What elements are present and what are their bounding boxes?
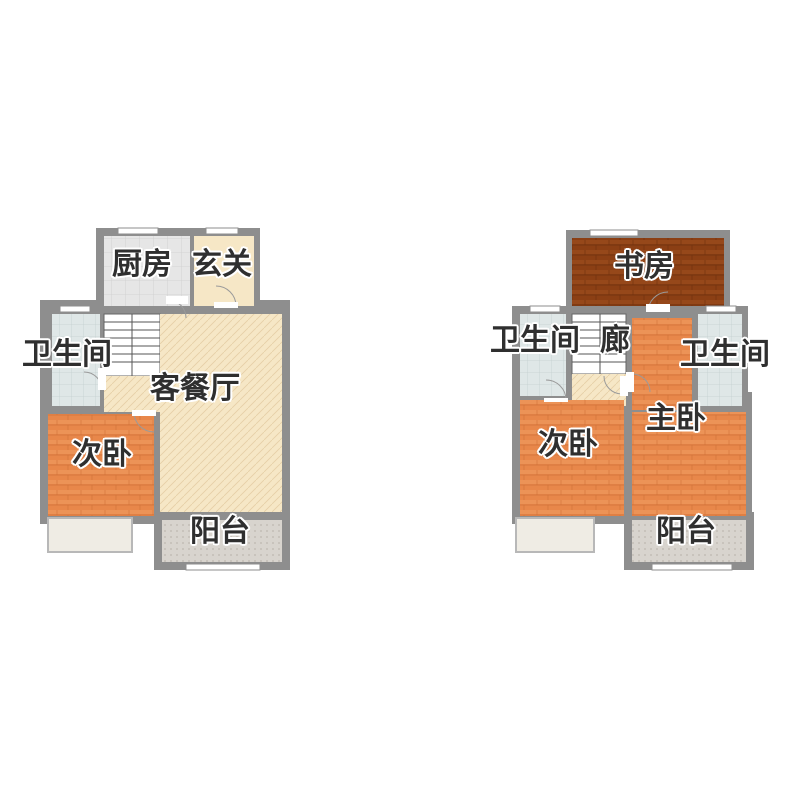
upper-study-label: 书房 bbox=[614, 249, 674, 284]
lower-bath-floor bbox=[52, 314, 100, 406]
lower-bedroom-floor bbox=[48, 414, 154, 516]
lower-floor-plan bbox=[40, 227, 290, 571]
upper-bath-right-floor bbox=[698, 314, 742, 406]
upper-study-floor bbox=[572, 238, 724, 306]
lower-balcony-label: 阳台 bbox=[190, 514, 250, 549]
upper-second-bedroom-label: 次卧 bbox=[538, 427, 598, 462]
lower-kitchen-floor bbox=[104, 236, 190, 306]
lower-living-floor bbox=[160, 314, 282, 512]
lower-entrance-label: 玄关 bbox=[192, 247, 252, 282]
lower-second-bedroom-label: 次卧 bbox=[72, 437, 132, 472]
lower-living-dining-label: 客餐厅 bbox=[150, 371, 240, 406]
upper-bathroom-right-label: 卫生间 bbox=[680, 337, 770, 372]
upper-corridor-label: 廊 bbox=[600, 323, 630, 358]
lower-hall-floor bbox=[104, 376, 160, 412]
upper-corridor-floor bbox=[632, 318, 692, 410]
upper-bedroom-floor bbox=[520, 400, 624, 516]
lower-bathroom-label: 卫生间 bbox=[22, 337, 112, 372]
upper-balcony-floor bbox=[632, 520, 746, 562]
lower-balcony-floor bbox=[162, 520, 282, 562]
lower-entrance-floor bbox=[194, 236, 254, 306]
upper-floor-plan bbox=[512, 229, 754, 571]
upper-bathroom-left-label: 卫生间 bbox=[490, 323, 580, 358]
upper-master-bedroom-label: 主卧 bbox=[646, 401, 706, 436]
upper-bay-window bbox=[515, 517, 595, 553]
lower-kitchen-label: 厨房 bbox=[112, 247, 172, 282]
upper-bath-left-floor bbox=[520, 314, 566, 396]
upper-balcony-label: 阳台 bbox=[656, 514, 716, 549]
lower-bay-window bbox=[47, 517, 133, 553]
upper-master-floor bbox=[632, 412, 746, 516]
